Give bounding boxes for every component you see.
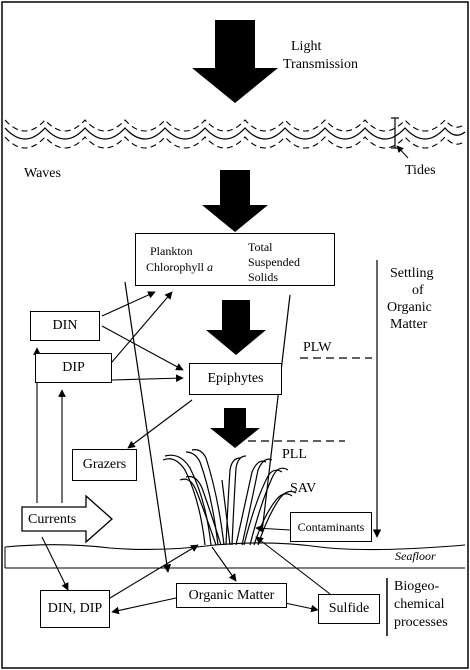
label-suspended: Suspended: [248, 255, 300, 269]
label-biogeo: Biogeo-: [394, 579, 440, 594]
label-seafloor: Seafloor: [395, 549, 436, 564]
label-processes: processes: [394, 615, 448, 630]
arrow-om-sulfide: [284, 602, 319, 613]
wave-solid: [4, 127, 466, 140]
dip-box: DIP: [35, 353, 112, 383]
sulfide-box: Sulfide: [318, 594, 380, 624]
light-path-right: [261, 294, 291, 533]
light-path-left: [124, 281, 172, 573]
arrow-din-epiphytes: [101, 325, 184, 371]
label-matter: Matter: [390, 317, 428, 332]
label-waves: Waves: [24, 166, 61, 181]
din-dip-box: DIN, DIP: [40, 590, 110, 628]
seafloor-line: [4, 542, 466, 551]
currents-arrow-shape: [21, 494, 113, 544]
arrow-om-dindip: [111, 597, 177, 615]
label-chlorophyll: Chlorophyll a: [146, 260, 213, 275]
label-light: Light: [291, 39, 322, 54]
light-arrow-bottom: [210, 408, 260, 448]
arrow-currents-dindip: [41, 536, 69, 591]
label-tides: Tides: [405, 163, 436, 178]
arrow-epiphytes-grazers: [127, 399, 193, 449]
label-solids: Solids: [248, 270, 279, 284]
tide-pointer: [396, 145, 409, 159]
label-settling: Settling: [390, 266, 434, 281]
label-transmission: Transmission: [283, 57, 358, 72]
label-organic: Organic: [387, 300, 432, 315]
contaminants-box: Contaminants: [290, 512, 372, 542]
light-arrow-top: [192, 20, 278, 103]
grazers-box: Grazers: [72, 449, 137, 481]
label-plankton: Plankton: [150, 244, 193, 258]
label-plw: PLW: [303, 340, 332, 355]
label-total: Total: [248, 240, 273, 254]
epiphytes-box: Epiphytes: [189, 363, 282, 395]
label-chemical: chemical: [394, 597, 445, 612]
label-chlorophyll-a: a: [207, 260, 214, 274]
wave-dashed-upper: [4, 119, 466, 132]
label-of: of: [412, 283, 424, 298]
label-currents: Currents: [28, 512, 77, 527]
wave-dashed-lower: [4, 136, 466, 149]
organic-matter-box: Organic Matter: [176, 583, 287, 608]
arrow-sulfide-sav: [255, 536, 331, 595]
label-seafloor-text: Seafloor: [395, 549, 436, 563]
arrow-sav-om: [211, 546, 237, 582]
light-arrow-middle: [202, 170, 268, 232]
label-chlorophyll-text: Chlorophyll: [146, 260, 205, 274]
label-sav: SAV: [290, 481, 317, 496]
arrow-contaminants-sav: [255, 524, 291, 533]
arrow-din-plankton: [101, 291, 156, 317]
sav-seagrass: [162, 449, 297, 546]
arrow-dip-epiphytes: [111, 374, 184, 383]
light-arrow-lower: [206, 300, 266, 355]
arrow-dindip-sav: [109, 544, 199, 599]
plankton-tss-box: [135, 233, 335, 286]
din-box: DIN: [30, 311, 100, 341]
arrow-dip-plankton: [111, 291, 173, 363]
label-pll: PLL: [282, 447, 307, 462]
